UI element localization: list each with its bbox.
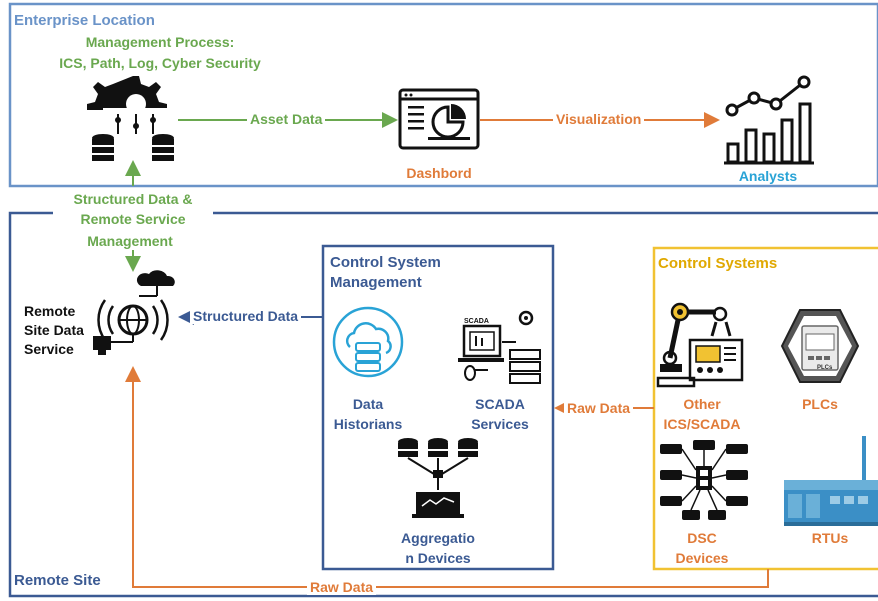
other-line1: Other <box>683 396 721 412</box>
raw-data-loop <box>125 366 769 588</box>
historians-line2: Historians <box>333 416 403 432</box>
cs-title: Control Systems <box>658 255 778 272</box>
remote-service-line2: Site Data <box>24 322 84 338</box>
csm-title-line1: Control System <box>330 254 441 271</box>
plcs-label: PLCs <box>802 396 838 412</box>
historians-line1: Data <box>352 396 384 412</box>
scada-tag: SCADA <box>464 318 489 325</box>
remote-service-line3: Service <box>24 341 74 357</box>
dashboard-label: Dashbord <box>406 165 472 181</box>
raw-data-bottom-label: Raw Data <box>307 579 377 596</box>
scada-line2: Services <box>471 416 529 432</box>
agg-line1: Aggregatio <box>401 530 475 546</box>
dsc-line1: DSC <box>687 530 717 546</box>
plc-tag: PLCs <box>817 365 833 371</box>
structured-data-label: Structured Data <box>190 308 302 325</box>
link-line1: Structured Data & <box>53 191 213 208</box>
remote-service-line1: Remote <box>24 303 76 319</box>
process-line2: ICS, Path, Log, Cyber Security <box>59 55 261 71</box>
link-line2: Remote Service <box>53 211 213 228</box>
analysts-label: Analysts <box>738 168 798 184</box>
other-line2: ICS/SCADA <box>663 416 741 432</box>
scada-line1: SCADA <box>475 396 525 412</box>
visualization-label: Visualization <box>553 111 645 128</box>
csm-box <box>321 244 555 571</box>
remote-site-title: Remote Site <box>14 572 101 589</box>
agg-line2: n Devices <box>405 550 471 566</box>
link-line3: Management <box>87 233 173 249</box>
asset-data-label: Asset Data <box>247 111 326 128</box>
dsc-line2: Devices <box>675 550 729 566</box>
csm-title-line2: Management <box>330 274 422 291</box>
process-line1: Management Process: <box>85 34 235 50</box>
raw-data-label: Raw Data <box>564 400 634 417</box>
enterprise-title: Enterprise Location <box>14 12 155 29</box>
enterprise-location-box <box>8 2 878 188</box>
rtus-label: RTUs <box>811 530 849 546</box>
remote-site-box <box>8 211 878 598</box>
